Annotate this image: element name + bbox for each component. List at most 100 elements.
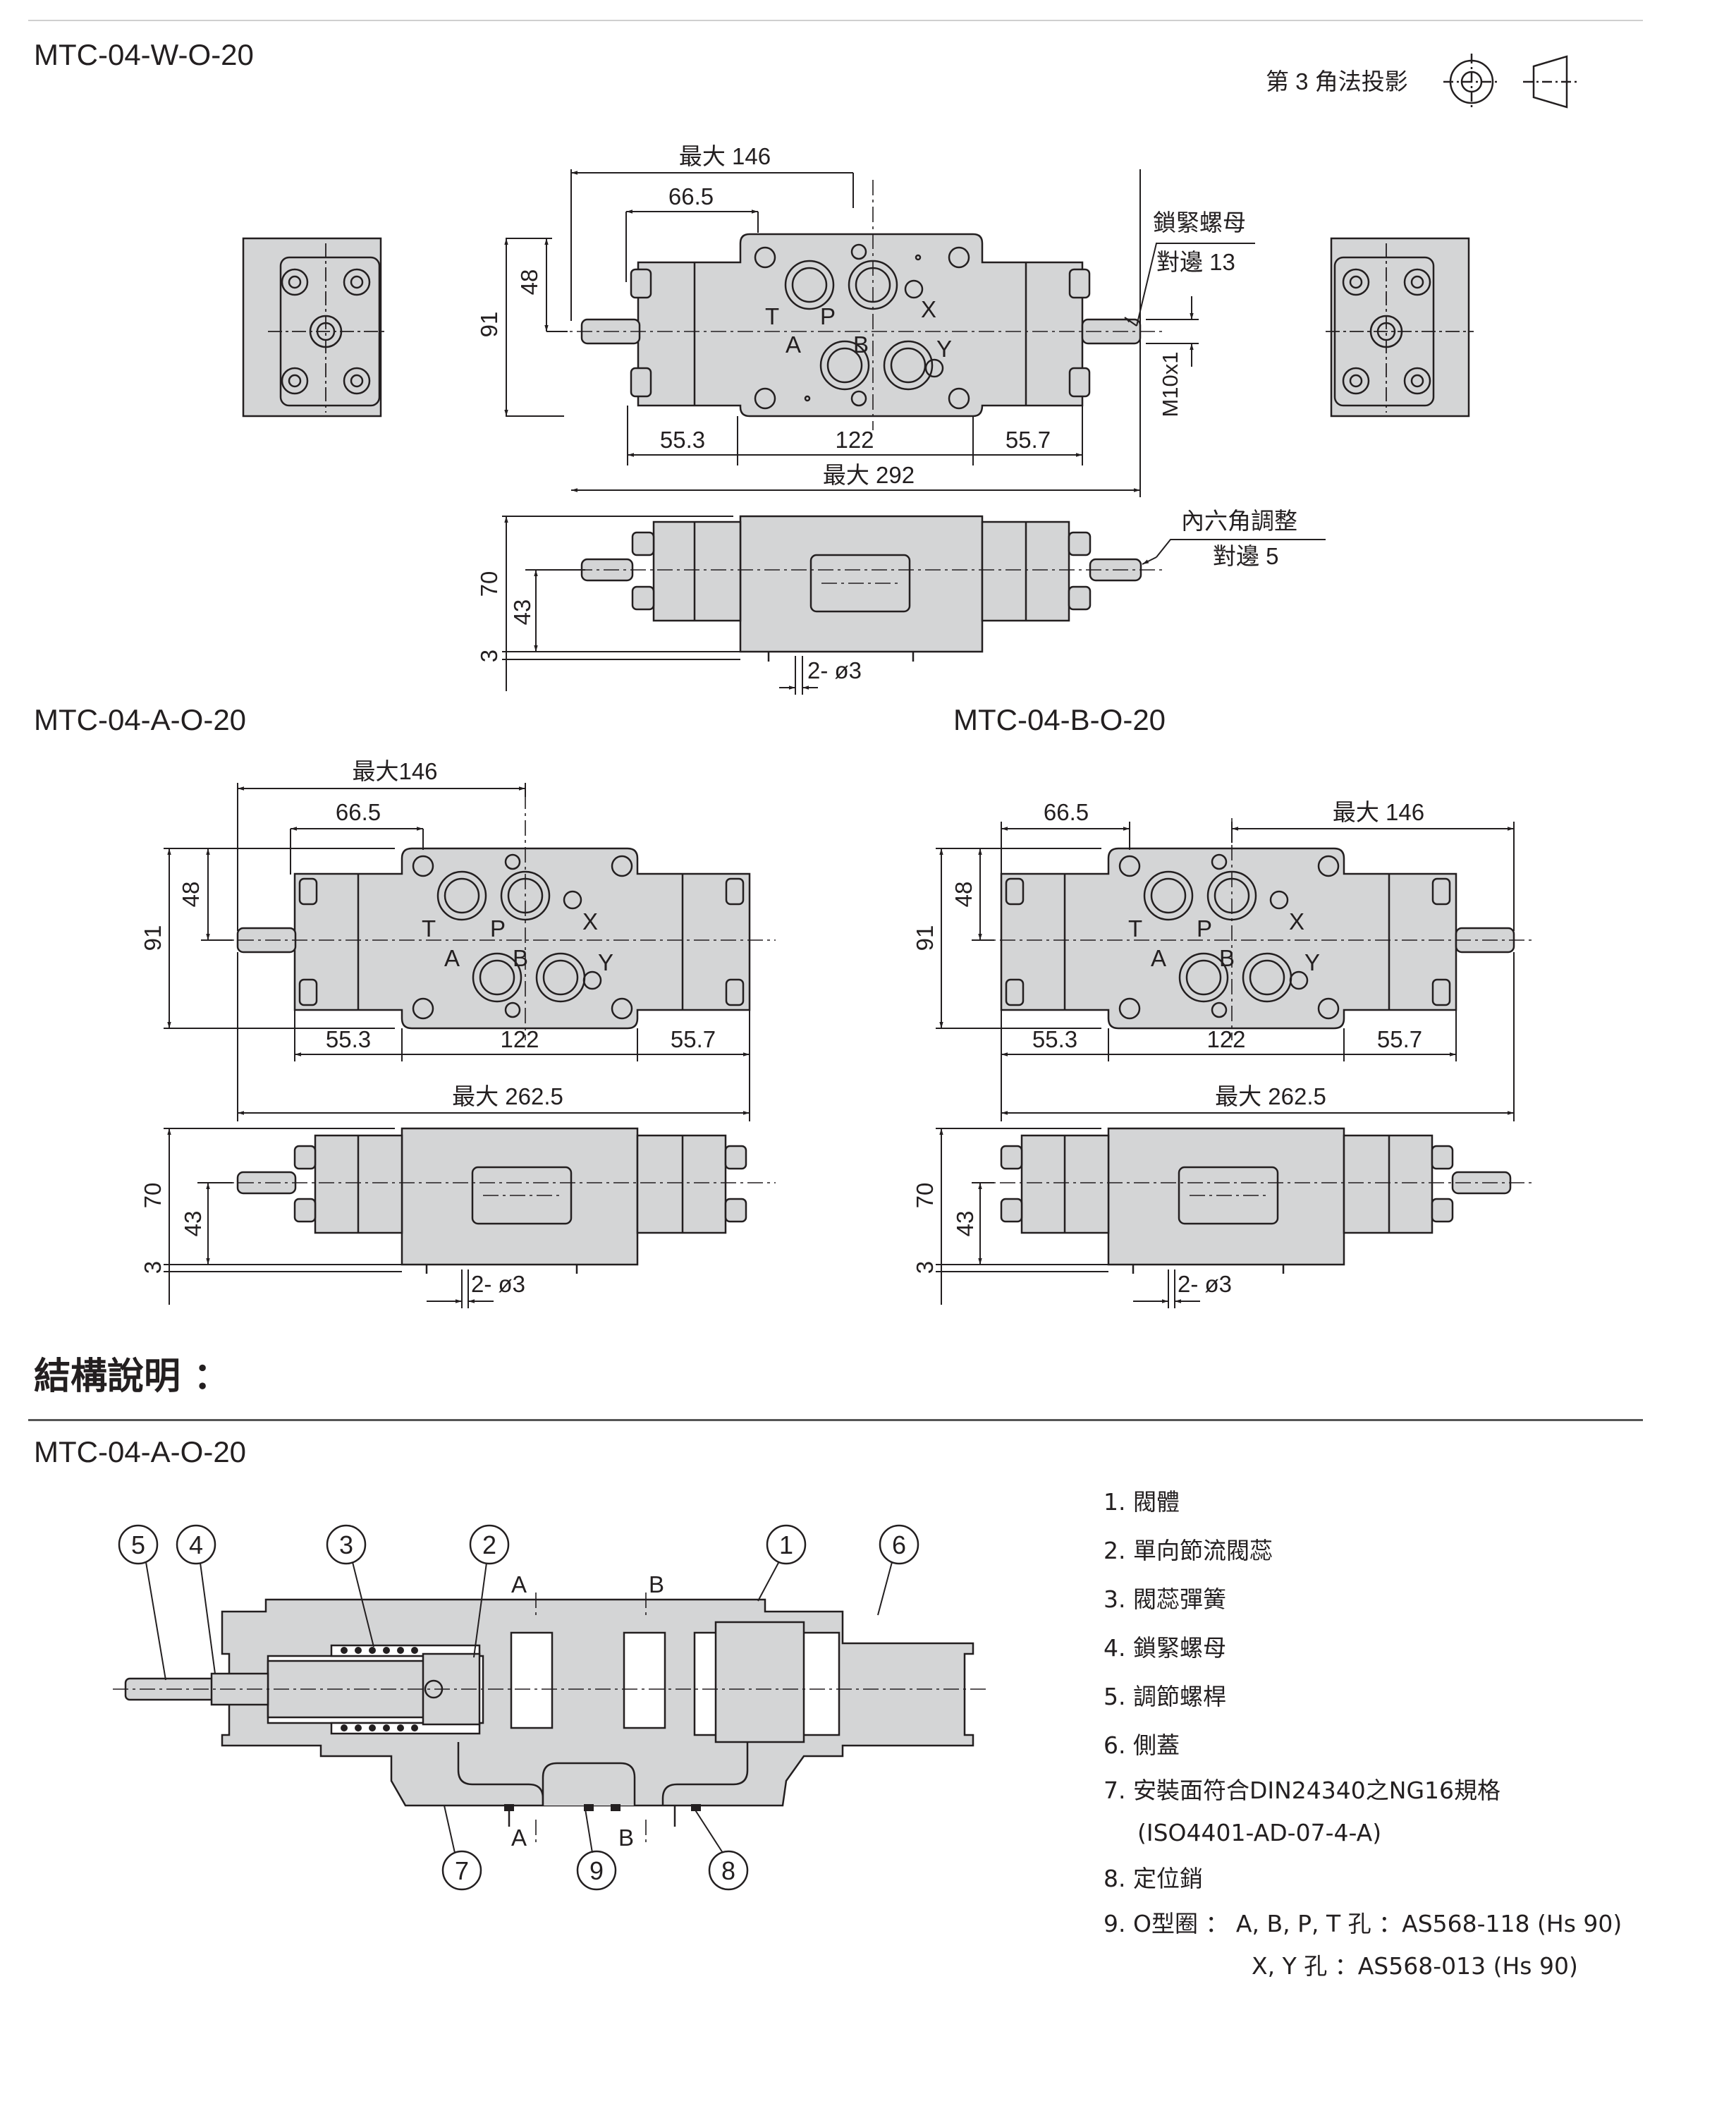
balloon-leaders	[145, 1561, 893, 1853]
b-top-view	[1000, 847, 1515, 1030]
part-9: 9. O型圈 ： A, B, P, T 孔 ：AS568-118 (Hs 90)	[1104, 1910, 1622, 1937]
w-dim-557: 55.7	[1005, 427, 1051, 453]
projection-label: 第 3 角法投影	[1266, 68, 1408, 95]
b-dim-665: 66.5	[1044, 799, 1089, 825]
w-dim-553: 55.3	[660, 427, 705, 453]
b-dim-70: 70	[912, 1183, 938, 1209]
b-dim-43: 43	[952, 1211, 978, 1237]
a-top-centerlines	[212, 793, 776, 1040]
balloon-5: 5	[131, 1530, 145, 1559]
a-top-view	[236, 847, 751, 1030]
w-port-y: Y	[936, 336, 952, 362]
section-port-b-bottom: B	[618, 1825, 634, 1851]
title-b: MTC-04-B-O-20	[953, 703, 1166, 736]
a-port-x: X	[582, 908, 598, 934]
balloon-numbers: 5 4 3 2 1 6 7 9 8	[131, 1530, 906, 1885]
locknut-label: 鎖緊螺母	[1153, 209, 1246, 236]
balloon-1: 1	[779, 1530, 793, 1559]
part-7: 7. 安裝面符合DIN24340之NG16規格	[1104, 1777, 1501, 1804]
a-dim-557: 55.7	[671, 1026, 716, 1052]
b-port-t: T	[1128, 915, 1142, 942]
hex-size: 對邊 5	[1213, 543, 1279, 569]
b-dim-122: 122	[1206, 1026, 1245, 1052]
b-port-a: A	[1151, 945, 1166, 971]
balloon-2: 2	[482, 1530, 496, 1559]
a-front-view	[236, 1127, 747, 1274]
a-dim-48: 48	[178, 882, 204, 908]
w-dim-122: 122	[835, 427, 874, 453]
a-port-y: Y	[598, 949, 613, 975]
b-port-y: Y	[1304, 949, 1320, 975]
w-dim-70: 70	[476, 571, 502, 597]
a-port-p: P	[490, 915, 506, 942]
top-rule	[28, 20, 1643, 21]
section-port-a-top: A	[511, 1571, 527, 1597]
hex-label: 內六角調整	[1181, 508, 1297, 534]
w-dim-3: 3	[476, 650, 502, 662]
w-dim-pin: 2- ø3	[807, 657, 862, 683]
b-dim-553: 55.3	[1032, 1026, 1077, 1052]
a-dim-91: 91	[140, 925, 166, 951]
b-front-dims	[936, 1128, 1200, 1308]
b-dim-91: 91	[912, 925, 938, 951]
a-port-t: T	[422, 915, 436, 942]
w-front-centerline	[550, 569, 1163, 584]
b-front-view	[1000, 1127, 1512, 1274]
a-dim-665: 66.5	[336, 799, 381, 825]
a-front-centerline	[212, 1182, 776, 1196]
a-dim-lines	[164, 783, 750, 1121]
balloon-4: 4	[189, 1530, 203, 1559]
balloon-8: 8	[721, 1856, 735, 1885]
a-dim-3: 3	[140, 1261, 166, 1274]
b-dim-max2625: 最大 262.5	[1215, 1083, 1326, 1109]
third-angle-projection-icon	[1443, 54, 1579, 110]
w-top-centerlines	[550, 180, 1163, 430]
w-port-a: A	[786, 331, 801, 358]
w-dim-lines	[504, 169, 1255, 497]
w-front-view	[580, 515, 1142, 662]
b-top-centerlines	[973, 818, 1534, 1040]
b-dim-3: 3	[912, 1261, 938, 1274]
balloon-6: 6	[892, 1530, 906, 1559]
a-dim-553: 55.3	[326, 1026, 371, 1052]
section-view	[124, 1598, 974, 1827]
part-9-xy: X, Y 孔 ：AS568-013 (Hs 90)	[1252, 1952, 1578, 1980]
a-dim-pin: 2- ø3	[471, 1271, 525, 1297]
w-dim-43: 43	[509, 599, 535, 626]
a-front-dims	[164, 1128, 494, 1308]
balloon-9: 9	[589, 1856, 604, 1885]
part-3: 3. 閥蕊彈簧	[1104, 1585, 1226, 1613]
parts-list: 1. 閥體 2. 單向節流閥蕊 3. 閥蕊彈簧 4. 鎖緊螺母 5. 調節螺桿 …	[1104, 1478, 1622, 1987]
b-port-p: P	[1197, 915, 1212, 942]
a-dim-122: 122	[500, 1026, 539, 1052]
balloon-3: 3	[339, 1530, 353, 1559]
section-port-b-top: B	[649, 1571, 664, 1597]
section-rule	[28, 1419, 1643, 1421]
a-port-a: A	[444, 945, 460, 971]
w-port-t: T	[765, 303, 779, 329]
w-dim-91: 91	[476, 312, 502, 338]
section-centerlines	[113, 1593, 987, 1844]
b-dim-48: 48	[950, 882, 977, 908]
a-dim-max2625: 最大 262.5	[452, 1083, 563, 1109]
section-port-a-bottom: A	[511, 1825, 527, 1851]
b-front-centerline	[973, 1182, 1534, 1196]
a-dim-max146: 最大146	[352, 758, 437, 784]
w-port-x: X	[921, 296, 936, 322]
b-dim-lines	[936, 822, 1515, 1121]
a-port-b: B	[513, 945, 528, 971]
title-w: MTC-04-W-O-20	[34, 38, 254, 71]
title-structure: MTC-04-A-O-20	[34, 1435, 247, 1468]
balloon-7: 7	[455, 1856, 469, 1885]
part-7-standard: (ISO4401-AD-07-4-A)	[1137, 1819, 1382, 1846]
w-dim-max292: 最大 292	[823, 462, 915, 488]
w-port-b: B	[853, 331, 869, 358]
part-1: 1. 閥體	[1104, 1488, 1180, 1516]
section-heading: 結構說明 ：	[34, 1356, 231, 1398]
part-6: 6. 側蓋	[1104, 1731, 1180, 1759]
b-dim-557: 55.7	[1377, 1026, 1422, 1052]
end-view-right	[1326, 237, 1474, 418]
b-port-b: B	[1219, 945, 1235, 971]
part-8: 8. 定位銷	[1104, 1865, 1203, 1892]
